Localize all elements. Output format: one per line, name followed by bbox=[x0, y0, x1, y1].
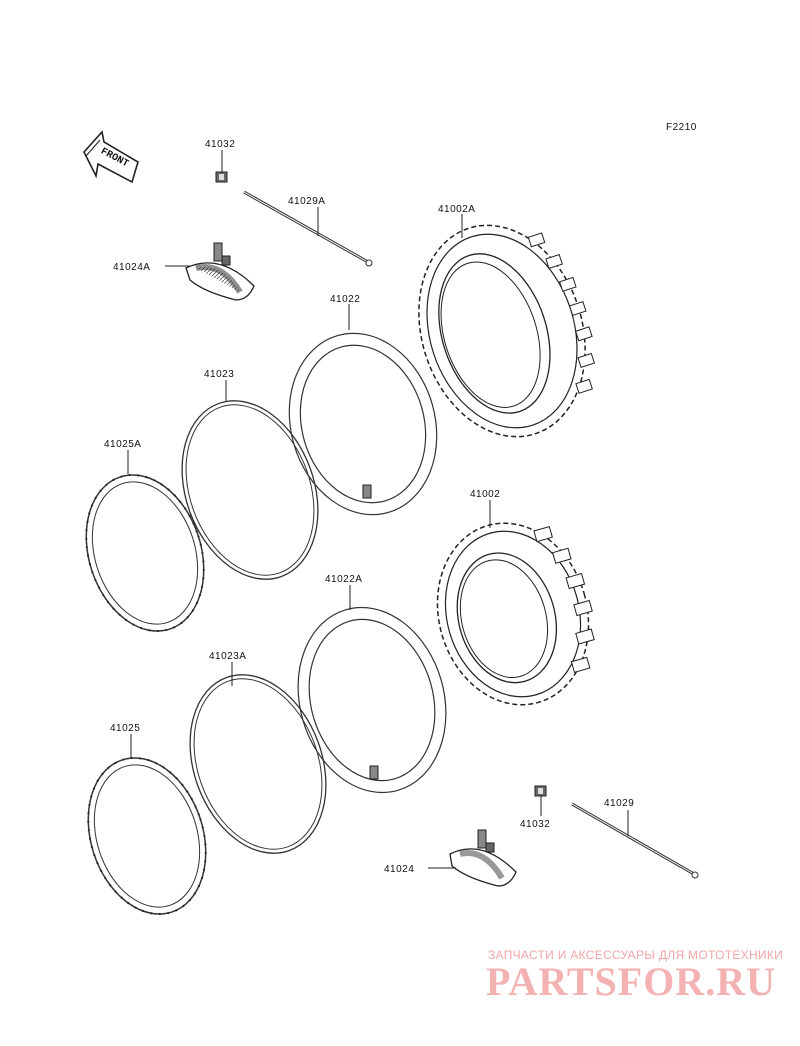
spoke-41029 bbox=[571, 802, 699, 879]
label-41022: 41022 bbox=[330, 294, 360, 305]
label-41029: 41029 bbox=[604, 798, 634, 809]
valve-nut-bottom bbox=[534, 785, 547, 797]
rim-lock-41024a bbox=[185, 242, 255, 301]
spoke-41029a bbox=[243, 190, 373, 267]
tire-41002 bbox=[436, 522, 595, 706]
rim-41025 bbox=[87, 756, 207, 916]
rim-band-41023a bbox=[189, 674, 327, 854]
watermark-tagline: ЗАПЧАСТИ И АКСЕССУАРЫ ДЛЯ МОТОТЕХНИКИ bbox=[488, 948, 784, 962]
label-41002: 41002 bbox=[470, 489, 500, 500]
valve-nut-top bbox=[215, 171, 228, 183]
label-41025: 41025 bbox=[110, 723, 140, 734]
label-41024a: 41024A bbox=[113, 262, 150, 273]
label-41024: 41024 bbox=[384, 864, 414, 875]
label-41002a: 41002A bbox=[438, 204, 475, 215]
label-41032-bottom: 41032 bbox=[520, 819, 550, 830]
front-arrow-icon: FRONT bbox=[83, 130, 139, 184]
rim-band-41023 bbox=[181, 400, 319, 580]
label-41025a: 41025A bbox=[104, 439, 141, 450]
rim-lock-41024 bbox=[449, 829, 517, 887]
watermark-logo: PARTSFOR.RU bbox=[486, 959, 776, 1004]
label-41029a: 41029A bbox=[288, 196, 325, 207]
diagram-code: F2210 bbox=[666, 122, 697, 133]
label-41032-top: 41032 bbox=[205, 139, 235, 150]
label-41023: 41023 bbox=[204, 369, 234, 380]
rim-41025a bbox=[85, 473, 205, 633]
label-41022a: 41022A bbox=[325, 574, 362, 585]
label-41023a: 41023A bbox=[209, 651, 246, 662]
tire-41002a bbox=[418, 224, 596, 438]
